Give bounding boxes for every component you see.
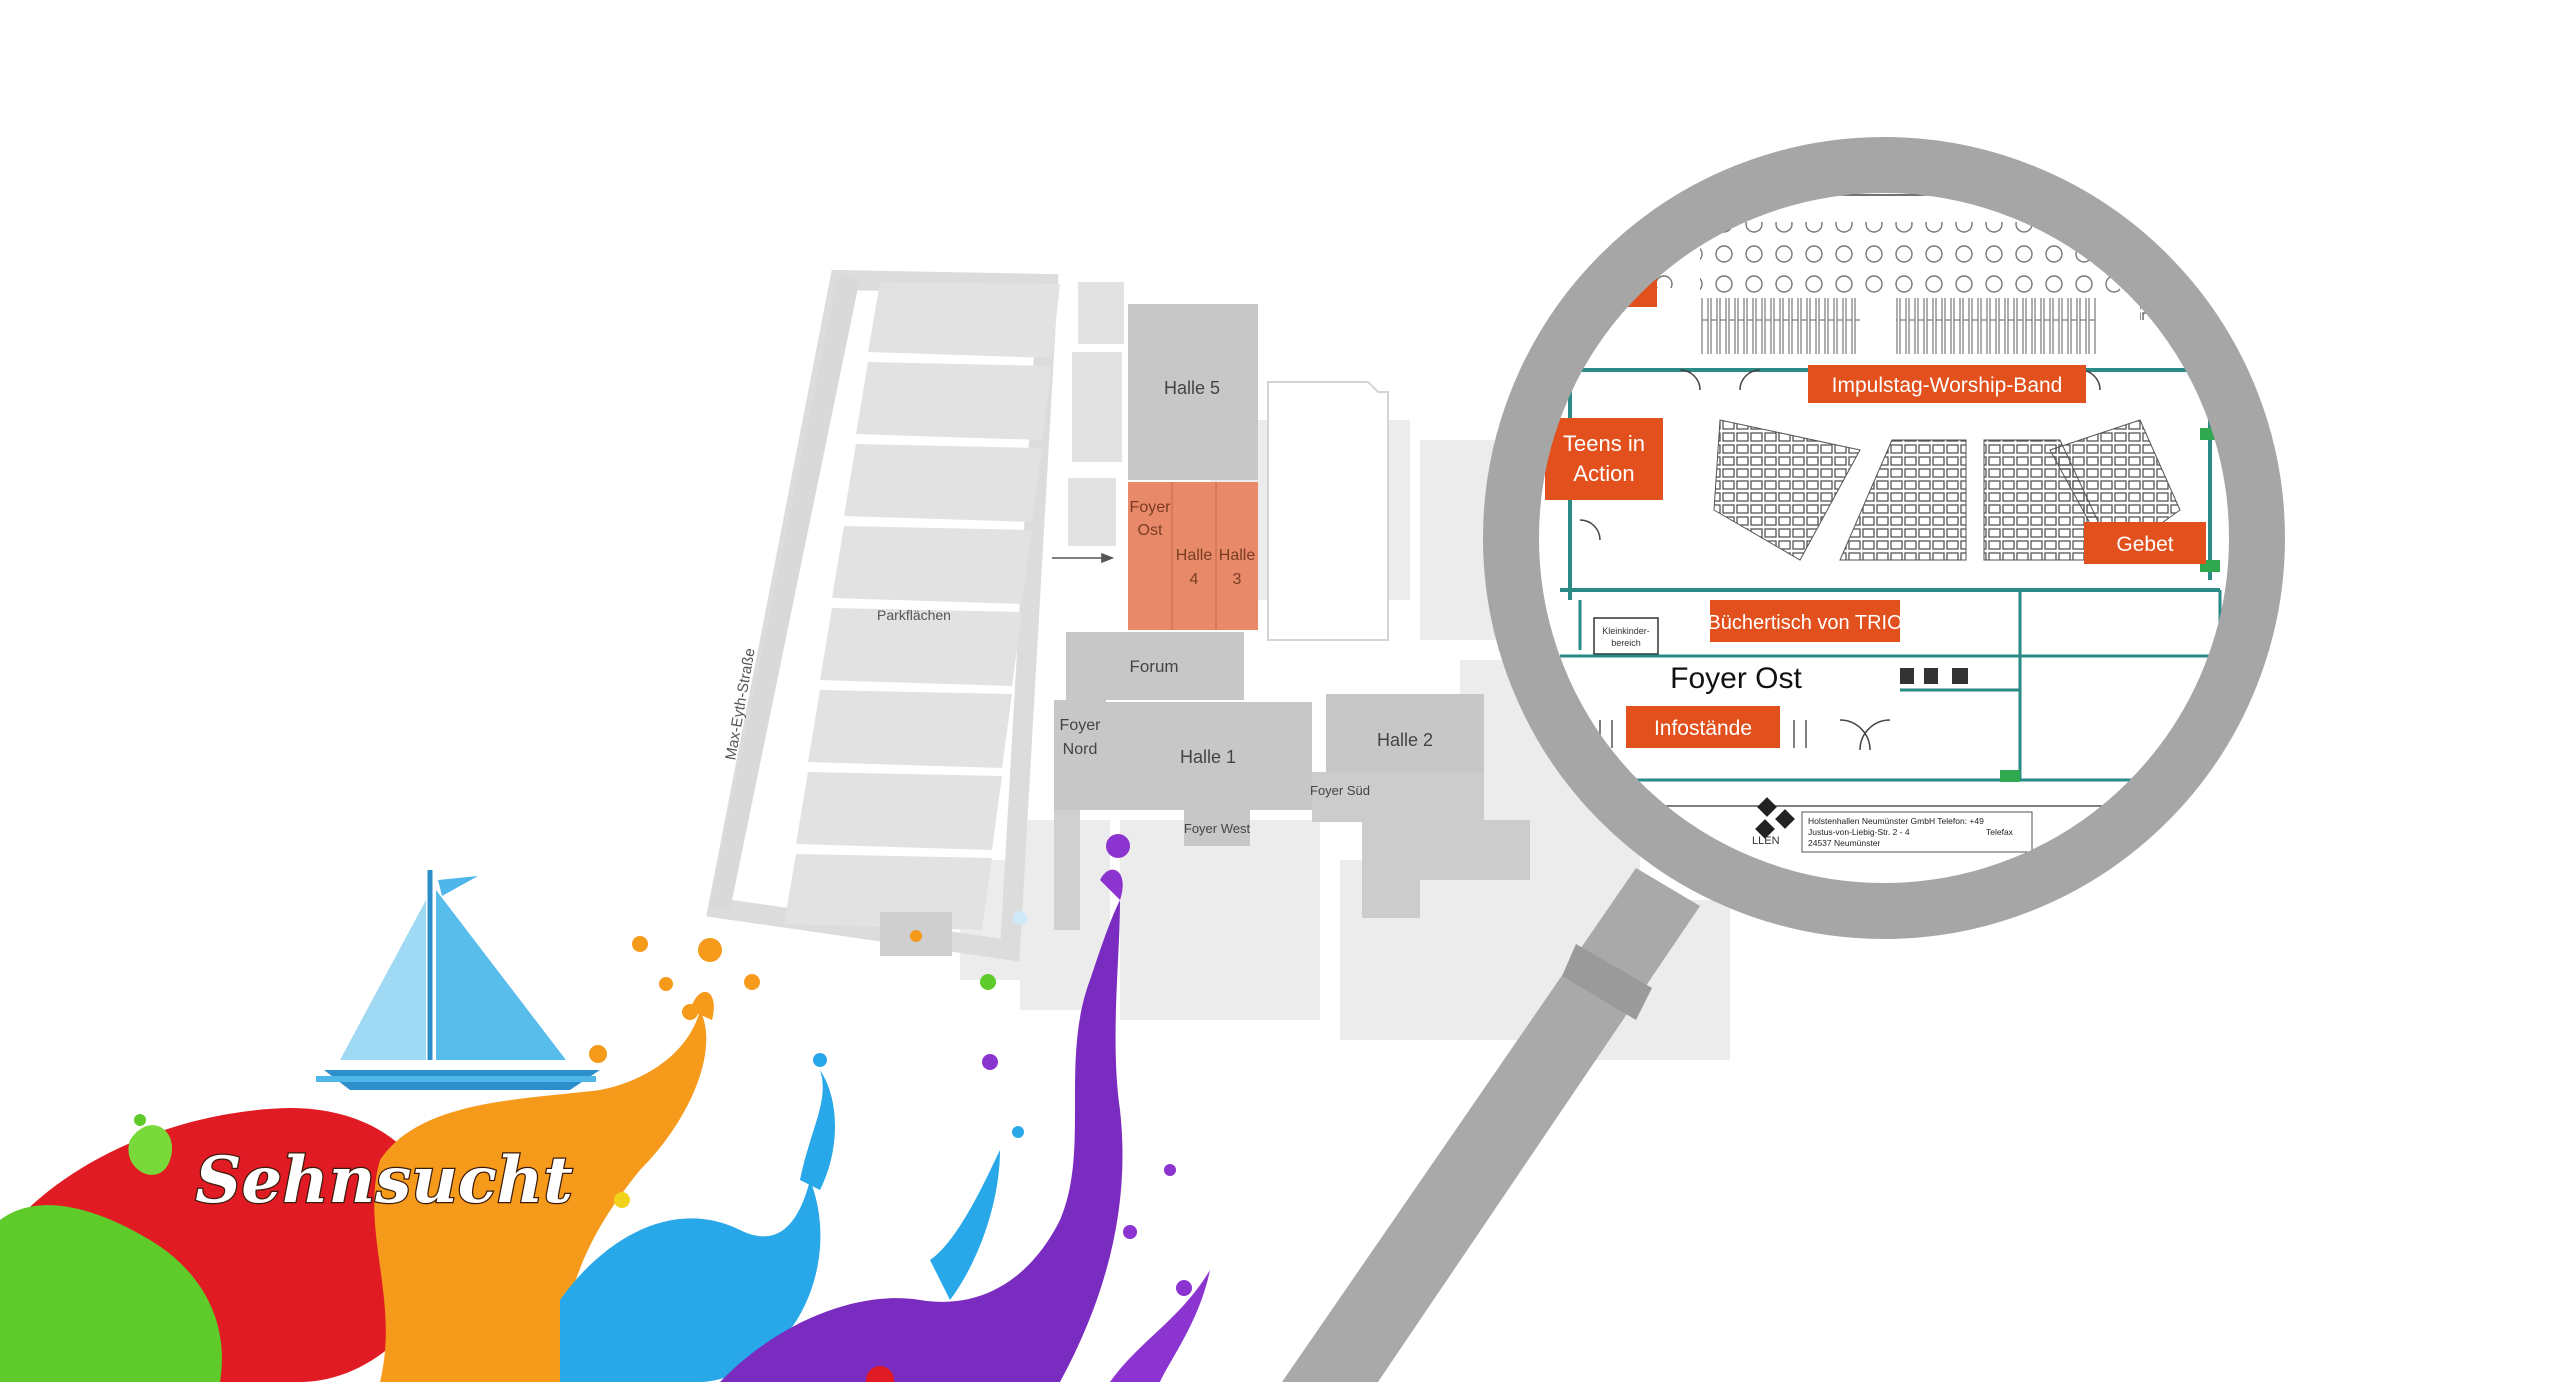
label-teens[interactable]: Teens in Action [1545, 418, 1663, 500]
forum-label: Forum [1129, 657, 1178, 676]
label-buechertisch[interactable]: Büchertisch von TRIO [1707, 600, 1903, 642]
halle-2-label: Halle 2 [1377, 730, 1433, 750]
company-line-1: Holstenhallen Neumünster GmbH Telefon: +… [1808, 816, 1984, 826]
halle-4-label-1: Halle [1176, 547, 1213, 564]
halle-3-site[interactable] [1216, 482, 1258, 630]
foyer-sued[interactable] [1312, 772, 1530, 918]
foyer-ost-label-2: Ost [1138, 522, 1163, 539]
label-gebet[interactable]: Gebet [2084, 522, 2206, 564]
foyer-sued-label: Foyer Süd [1310, 783, 1370, 798]
company-line-3: 24537 Neumünster [1808, 838, 1880, 848]
foyer-west-label: Foyer West [1184, 821, 1251, 836]
halle-3-label-2: 3 [1233, 571, 1242, 588]
foyer-ost-site[interactable] [1128, 482, 1172, 630]
kleinkinder-label-2: bereich [1611, 638, 1641, 648]
parking-rows [784, 282, 1060, 930]
halle-4-label-2: 4 [1190, 571, 1199, 588]
halle-5[interactable] [1128, 304, 1258, 480]
parking-label: Parkflächen [877, 607, 951, 623]
svg-text:Impulstag-Worship-Band: Impulstag-Worship-Band [1832, 374, 2063, 397]
arrow-icon [1052, 552, 1115, 564]
foyer-ost-label-1: Foyer [1130, 499, 1172, 516]
foyer-nord-label-1: Foyer [1060, 717, 1102, 734]
foyer-nord-label-2: Nord [1063, 741, 1098, 758]
svg-text:Infostände: Infostände [1654, 717, 1752, 740]
foyer-ost-title: Foyer Ost [1670, 662, 1802, 695]
magnifier-rim [1483, 137, 2285, 939]
brand-title: Sehnsucht [195, 1143, 573, 1218]
svg-text:Gebet: Gebet [2116, 533, 2173, 556]
halle-1[interactable] [1106, 702, 1312, 810]
logo-text: LLEN [1752, 835, 1780, 847]
telefax-label: Telefax [1986, 827, 2014, 837]
halle-2[interactable] [1326, 694, 1484, 772]
halle-1-label: Halle 1 [1180, 747, 1236, 767]
foyer-nord[interactable] [1054, 700, 1106, 810]
paint-splash [0, 834, 1210, 1382]
company-line-2: Justus-von-Liebig-Str. 2 - 4 [1808, 827, 1910, 837]
forum[interactable] [1066, 632, 1244, 700]
restroom-icons [1900, 668, 1968, 684]
label-infostaende[interactable]: Infostände [1626, 706, 1780, 748]
company-logo-icon [1755, 797, 1795, 839]
svg-text:Action: Action [1573, 461, 1634, 486]
highlighted-halls [1128, 482, 1258, 630]
label-worship-band[interactable]: Impulstag-Worship-Band [1808, 365, 2086, 403]
halle-3-label-1: Halle [1219, 547, 1256, 564]
foyer-west[interactable] [1184, 810, 1250, 846]
magnifier-handle [1282, 868, 1700, 1382]
svg-text:Teens in: Teens in [1563, 431, 1645, 456]
svg-text:Büchertisch von TRIO: Büchertisch von TRIO [1707, 612, 1902, 634]
halle-4-site[interactable] [1172, 482, 1216, 630]
halle-5-label: Halle 5 [1164, 378, 1220, 398]
kleinkinder-label-1: Kleinkinder- [1602, 626, 1650, 636]
sailboat-icon [316, 870, 600, 1090]
